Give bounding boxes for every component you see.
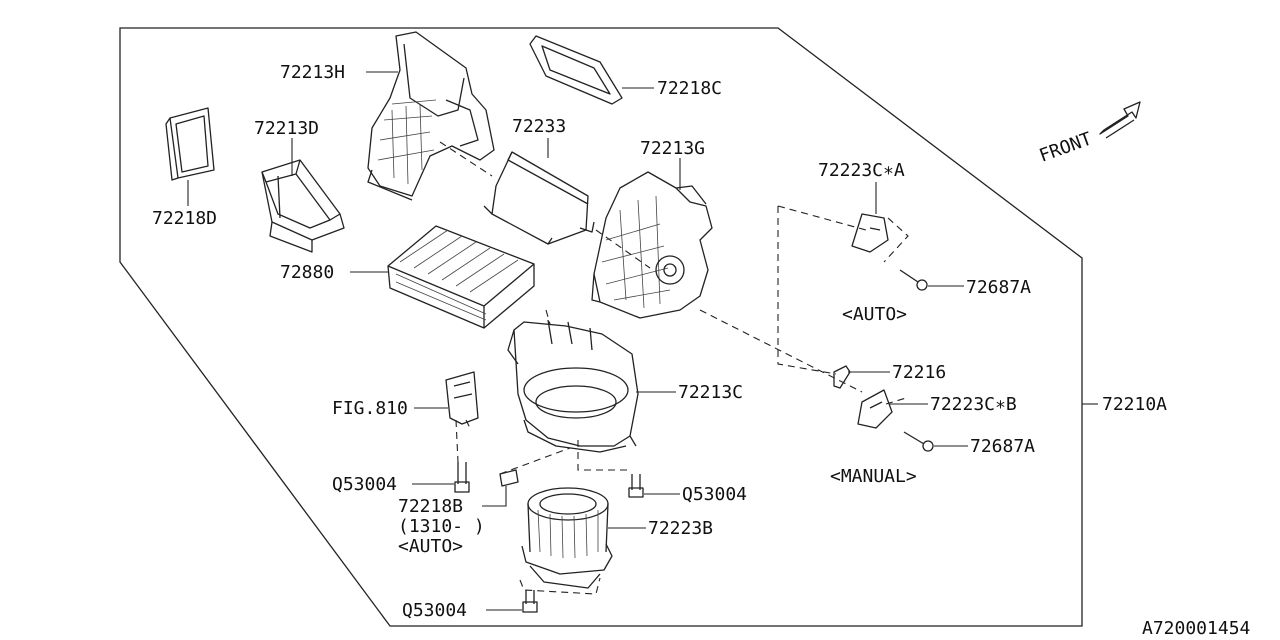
front-direction-label: FRONT [1037,128,1095,166]
screw-Q53004-right [628,474,644,498]
lower-housing-72213C [507,319,639,453]
drawing-code: A720001454 [1142,618,1250,639]
label-72213D: 72213D [254,118,319,139]
screw-72687A-top [899,269,928,291]
actuator-72223CA [851,213,889,253]
assembly-dash-lines [439,141,909,595]
label-72687A-top: 72687A [966,277,1031,298]
duct-72213D [261,159,345,253]
label-Q53004-right: Q53004 [682,484,747,505]
label-72233: 72233 [512,116,566,137]
screw-Q53004-bottom [522,590,538,613]
housing-upper-72213H [367,31,495,201]
label-72213H: 72213H [280,62,345,83]
screw-72687A-bottom [903,431,934,452]
screw-Q53004-left [454,462,470,493]
label-72223B: 72223B [648,518,713,539]
bracket-fig810 [445,371,479,425]
label-72218B-range: (1310- ) [398,516,485,537]
label-72213G: 72213G [640,138,705,159]
leader-lines [187,71,1098,611]
label-72213C: 72213C [678,382,743,403]
label-72218B: 72218B [398,496,463,517]
actuator-72223CB [857,389,893,429]
label-72210A: 72210A [1102,394,1167,415]
label-72223C-A: 72223C∗A [818,160,905,181]
link-72216 [833,365,851,389]
label-72880: 72880 [280,262,334,283]
label-72218C: 72218C [657,78,722,99]
fan-housing-72213G [591,171,713,319]
label-Q53004-left: Q53004 [332,474,397,495]
label-72218D: 72218D [152,208,217,229]
label-Q53004-bottom: Q53004 [402,600,467,621]
front-direction-arrow [1099,101,1141,139]
label-manual-variant: <MANUAL> [830,466,917,487]
label-72687A-bottom: 72687A [970,436,1035,457]
seal-72218B [499,469,519,487]
air-filter-72880 [387,225,535,329]
label-72223C-B: 72223C∗B [930,394,1017,415]
label-fig810: FIG.810 [332,398,408,419]
filter-cover-72233 [483,151,595,245]
label-auto-variant: <AUTO> [842,304,907,325]
seal-72218C [529,35,623,105]
label-72216: 72216 [892,362,946,383]
assembly-frame [119,27,1083,627]
seal-72218D [165,107,215,181]
label-72218B-variant: <AUTO> [398,536,463,557]
blower-motor-72223B [521,487,613,589]
